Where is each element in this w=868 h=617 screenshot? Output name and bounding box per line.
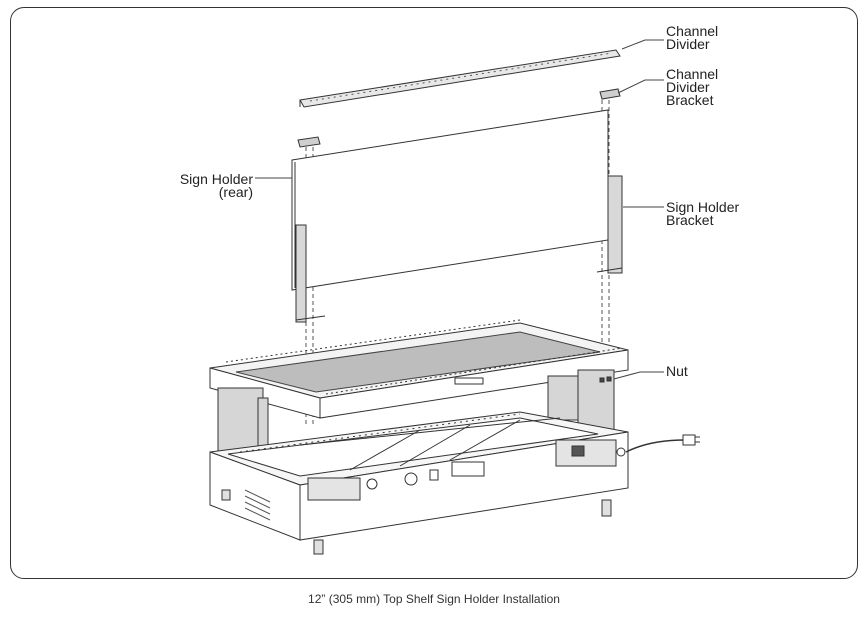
callout-sign-holder-bracket: Sign Holder Bracket (666, 199, 740, 228)
top-shelf (209, 319, 629, 419)
channel-divider-part (299, 49, 621, 108)
figure-frame (10, 7, 858, 579)
callout-nut: Nut (666, 363, 688, 379)
callout-sign-holder-rear: Sign Holder (rear) (179, 171, 253, 200)
vent-slots (244, 489, 271, 521)
callout-channel-divider: Channel Divider (666, 23, 719, 52)
channel-divider-bracket-part (297, 88, 621, 148)
callout-channel-divider-bracket: Channel Divider Bracket (666, 66, 719, 108)
figure-caption: 12” (305 mm) Top Shelf Sign Holder Insta… (308, 592, 560, 606)
legs (221, 489, 612, 555)
sign-holder-bracket-part (295, 175, 623, 323)
sign-holder-panel (291, 109, 609, 291)
base-unit (209, 411, 700, 541)
nut-markers (599, 376, 612, 383)
leader-lines (255, 39, 664, 380)
